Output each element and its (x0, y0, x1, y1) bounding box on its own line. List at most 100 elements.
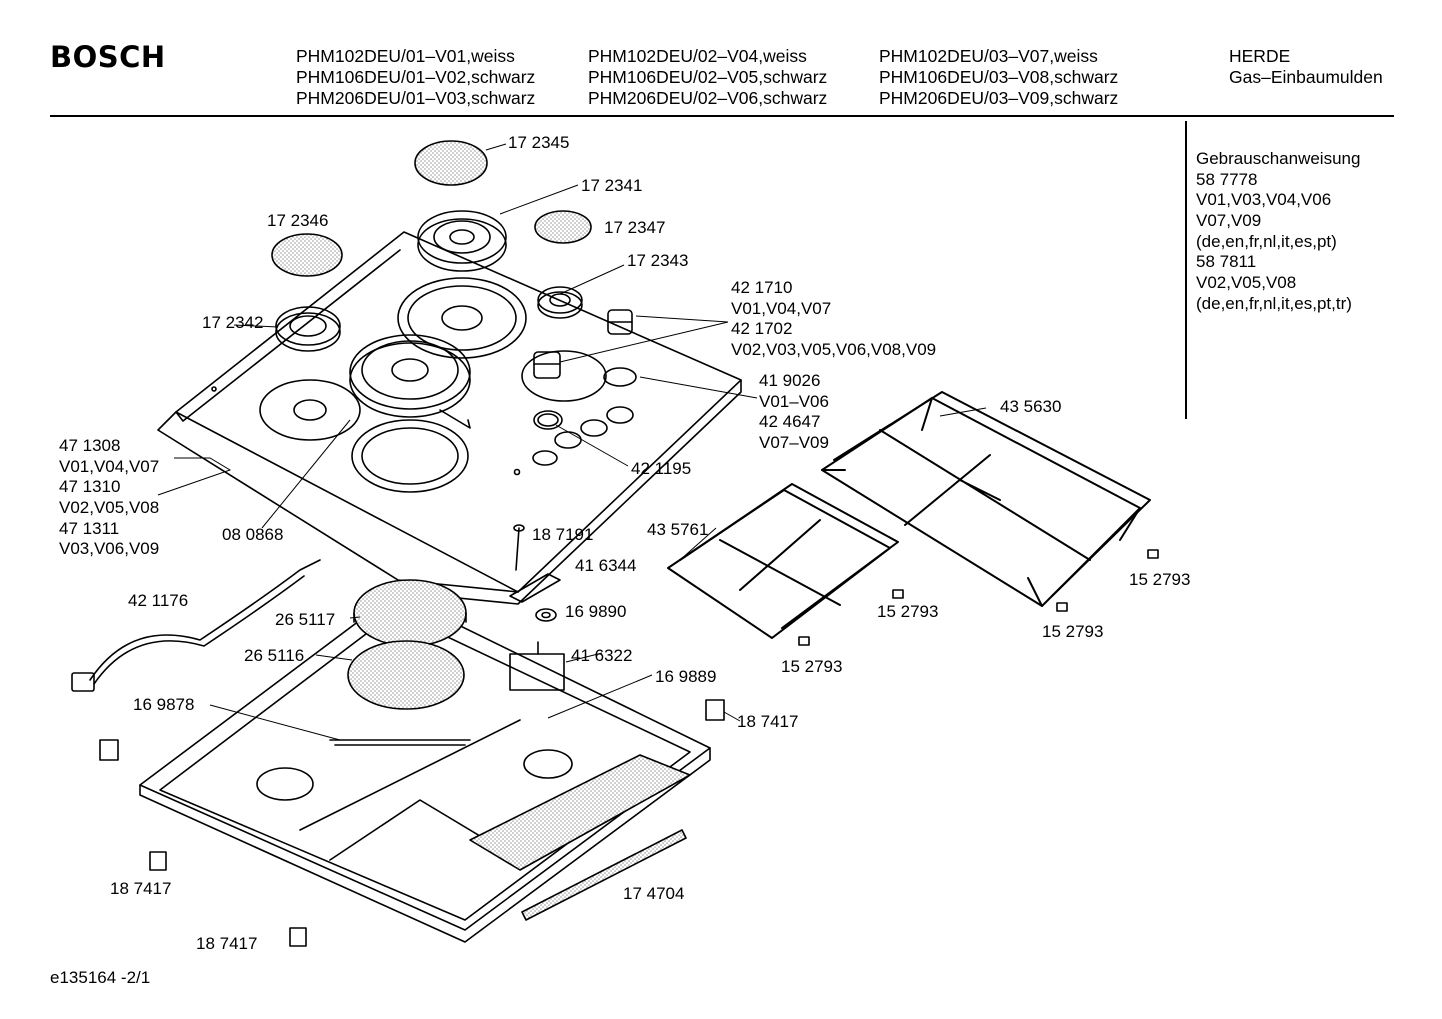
burner-large (417, 210, 507, 272)
part-label-435630: 43 5630 (1000, 397, 1062, 416)
burner-small (537, 286, 583, 319)
part-label-416322: 41 6322 (571, 646, 633, 665)
part-label-line: V07–V09 (759, 433, 829, 453)
part-label-ring-group: 41 9026 V01–V06 42 4647 V07–V09 (759, 371, 829, 454)
heating-plate-bottom (347, 640, 465, 710)
manual-line: 58 7811 (1196, 252, 1257, 272)
part-label-152793-d: 15 2793 (781, 657, 843, 676)
clip-bottom-left (149, 851, 167, 871)
power-cable (71, 559, 321, 692)
part-label-line: V01,V04,V07 (731, 298, 832, 318)
control-knob (533, 309, 633, 379)
manual-line: Gebrauschanweisung (1196, 149, 1361, 168)
category-block: HERDE Gas–Einbaumulden (1229, 46, 1383, 88)
part-label-265116: 26 5116 (244, 646, 305, 665)
part-label-435761: 43 5761 (647, 520, 709, 539)
part-label-line: 47 1308 (59, 436, 121, 455)
part-label-line: 47 1310 (59, 477, 121, 497)
part-label-152793-a: 15 2793 (1129, 570, 1191, 589)
burner-cap-large (414, 140, 488, 186)
model-column-2: PHM102DEU/02–V04,weiss PHM106DEU/02–V05,… (588, 46, 827, 109)
part-label-172345: 17 2345 (508, 133, 570, 152)
part-label-174704: 17 4704 (623, 884, 685, 903)
part-label-frame-group: 47 1308 V01,V04,V07 47 1310 V02,V05,V08 … (59, 436, 159, 560)
igniter-bar (329, 739, 471, 746)
category-line: HERDE (1229, 46, 1291, 66)
model-line: PHM102DEU/01–V01,weiss (296, 46, 515, 66)
rubber-feet (798, 549, 1159, 646)
part-label-265117: 26 5117 (275, 610, 336, 629)
energy-regulator (509, 641, 565, 691)
part-label-169890: 16 9890 (565, 602, 627, 621)
pan-support-large (821, 391, 1151, 607)
model-line: PHM106DEU/03–V08,schwarz (879, 67, 1119, 87)
part-label-172346: 17 2346 (267, 211, 329, 230)
seal-strip (521, 829, 687, 921)
drawing-reference: e135164 -2/1 (50, 968, 151, 987)
model-column-3: PHM102DEU/03–V07,weiss PHM106DEU/03–V08,… (879, 46, 1118, 109)
part-label-187191: 18 7191 (532, 525, 594, 544)
part-label-187417-bottom: 18 7417 (196, 934, 258, 953)
model-line: PHM206DEU/02–V06,schwarz (588, 88, 828, 108)
knob-ring (537, 413, 559, 427)
burner-cap-small (534, 210, 592, 244)
model-column-1: PHM102DEU/01–V01,weiss PHM106DEU/01–V02,… (296, 46, 535, 109)
part-label-187417-left: 18 7417 (110, 879, 172, 898)
part-label-line: 42 1710 (731, 278, 793, 297)
manual-line: V02,V05,V08 (1196, 273, 1297, 293)
part-label-152793-b: 15 2793 (877, 602, 939, 621)
part-label-knob-group: 42 1710 V01,V04,V07 42 1702 V02,V03,V05,… (731, 278, 936, 361)
part-label-172341: 17 2341 (581, 176, 643, 195)
part-label-169889: 16 9889 (655, 667, 717, 686)
header-divider (50, 115, 1394, 117)
part-label-080868: 08 0868 (222, 525, 284, 544)
model-line: PHM102DEU/02–V04,weiss (588, 46, 807, 66)
part-label-line: V02,V05,V08 (59, 498, 160, 518)
clip-bottom (289, 927, 307, 947)
model-line: PHM106DEU/01–V02,schwarz (296, 67, 536, 87)
manual-line: (de,en,fr,nl,it,es,pt,tr) (1196, 293, 1352, 313)
part-label-152793-c: 15 2793 (1042, 622, 1104, 641)
model-line: PHM102DEU/03–V07,weiss (879, 46, 1098, 66)
part-label-line: 42 1702 (731, 319, 793, 339)
model-line: PHM206DEU/01–V03,schwarz (296, 88, 536, 108)
manual-line: (de,en,fr,nl,it,es,pt) (1196, 231, 1337, 251)
part-label-line: V03,V06,V09 (59, 539, 160, 559)
manual-info: Gebrauschanweisung 58 7778 V01,V03,V04,V… (1196, 149, 1360, 315)
part-label-line: V02,V03,V05,V06,V08,V09 (731, 340, 937, 360)
leader-lines (157, 143, 987, 741)
manual-line: V01,V03,V04,V06 (1196, 190, 1332, 210)
part-label-line: 41 9026 (759, 371, 821, 390)
part-label-172347: 17 2347 (604, 218, 666, 237)
model-line: PHM106DEU/02–V05,schwarz (588, 67, 828, 87)
washer-169890 (535, 608, 557, 622)
part-label-line: 47 1311 (59, 518, 120, 538)
part-label-line: V01,V04,V07 (59, 456, 160, 476)
bottom-tray (139, 593, 711, 943)
part-label-416344: 41 6344 (575, 556, 637, 575)
heating-plate-top (353, 579, 467, 647)
part-label-172342: 17 2342 (202, 313, 264, 332)
bosch-logo: BOSCH (50, 40, 166, 74)
manual-line: 58 7778 (1196, 169, 1258, 189)
part-label-172343: 17 2343 (627, 251, 689, 270)
side-divider (1185, 121, 1187, 419)
part-label-line: 42 4647 (759, 412, 821, 432)
vent-panel (469, 754, 691, 871)
burner-cap-left (271, 233, 343, 277)
clip-right (705, 699, 725, 721)
part-label-169878: 16 9878 (133, 695, 195, 714)
burner-left (275, 306, 341, 352)
category-line: Gas–Einbaumulden (1229, 67, 1383, 87)
manual-line: V07,V09 (1196, 211, 1262, 231)
hotplate (349, 334, 471, 429)
part-label-421176: 42 1176 (128, 591, 189, 610)
hob-top-plate (157, 231, 742, 605)
part-label-421195: 42 1195 (631, 459, 692, 478)
plate-416344 (509, 573, 561, 603)
part-label-line: V01–V06 (759, 391, 829, 411)
clip-left (99, 739, 119, 761)
model-line: PHM206DEU/03–V09,schwarz (879, 88, 1119, 108)
part-label-187417-right: 18 7417 (737, 712, 799, 731)
